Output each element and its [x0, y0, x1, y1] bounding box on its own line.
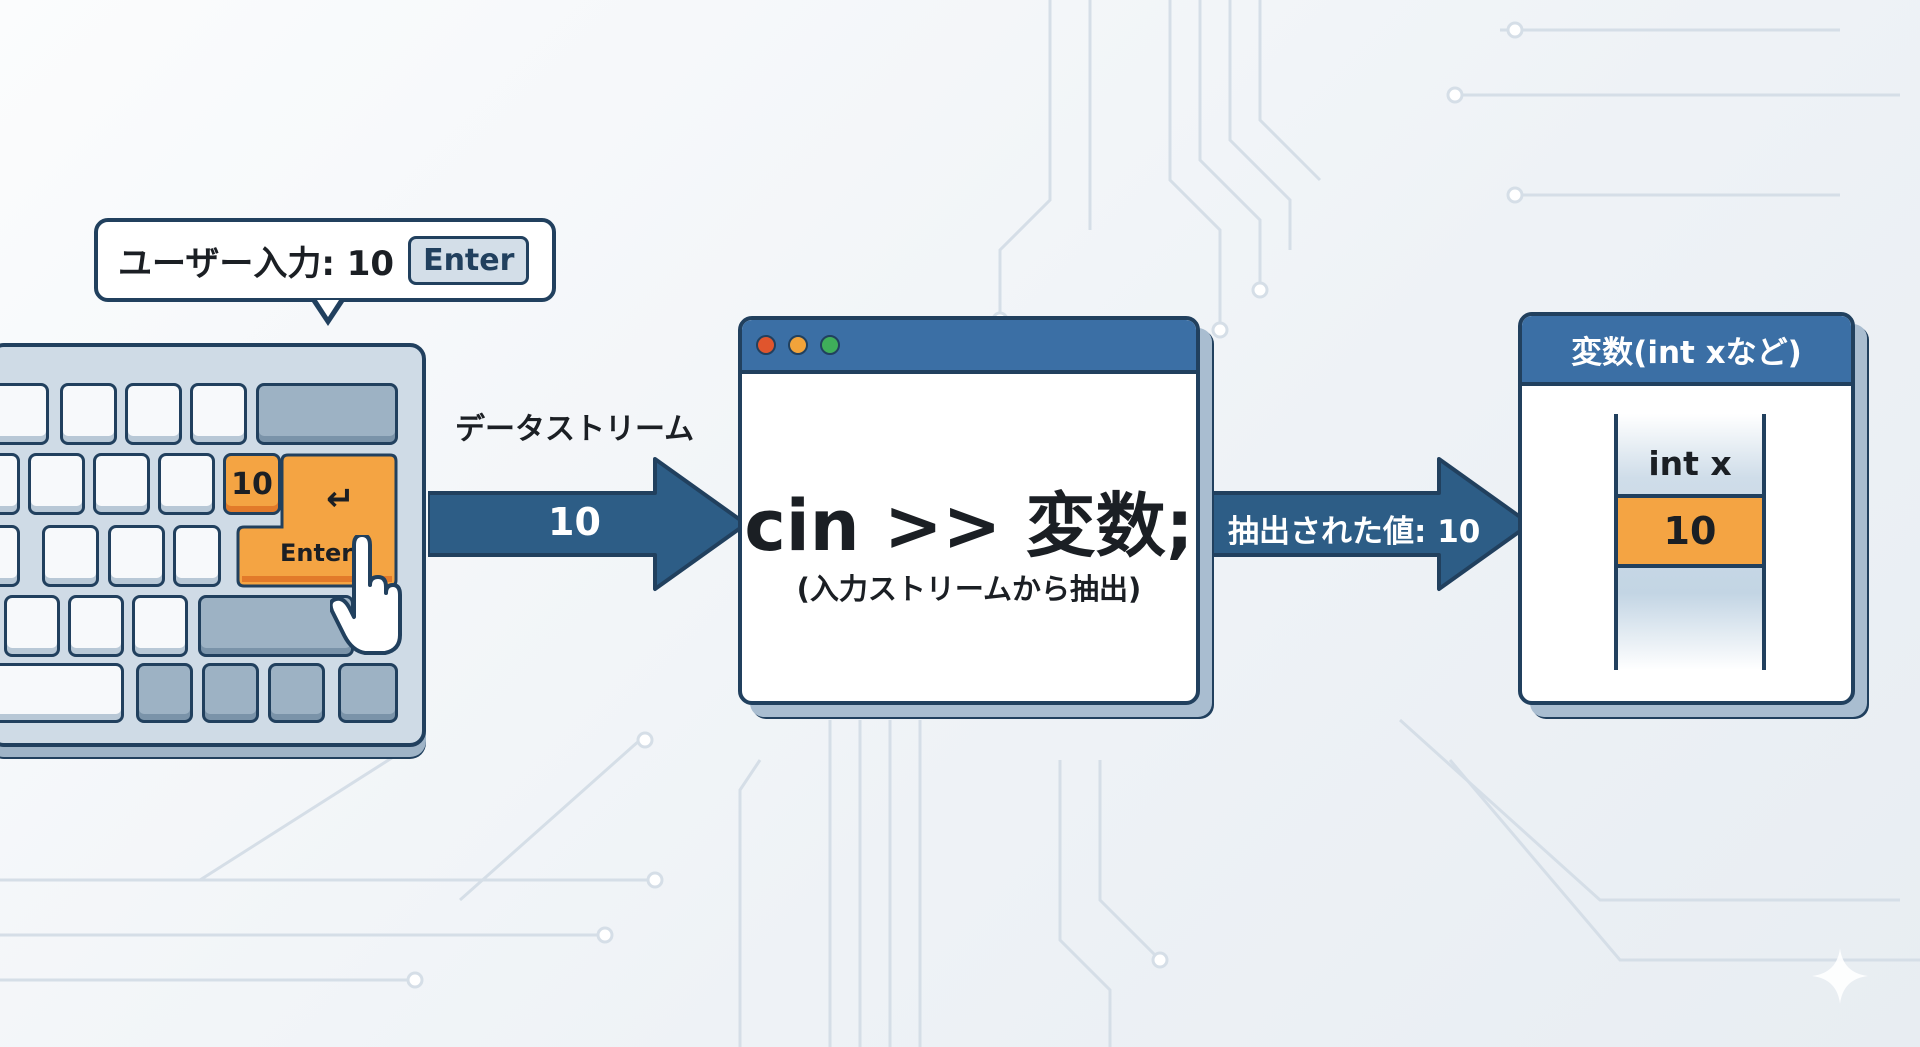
key: [93, 453, 150, 515]
variable-value: 10: [1618, 494, 1762, 568]
extracted-value-label: 抽出された値: 10: [1228, 514, 1481, 550]
close-dot-icon: [756, 335, 776, 355]
variable-box: 変数(int xなど) int x 10: [1518, 312, 1855, 705]
key-space: [0, 663, 124, 723]
data-stream-label: データストリーム: [455, 412, 695, 447]
console-window: cin >> 変数; (入力ストリームから抽出): [738, 316, 1200, 705]
key: [0, 525, 20, 587]
key: [173, 525, 221, 587]
key: [28, 453, 85, 515]
maximize-dot-icon: [820, 335, 840, 355]
key: [136, 663, 193, 723]
enter-keycap-label: Enter: [408, 235, 530, 285]
stream-value: 10: [548, 500, 601, 544]
cin-code: cin >> 変数;: [744, 485, 1194, 567]
key: [202, 663, 259, 723]
memory-slot: int x 10: [1614, 414, 1766, 670]
key: [338, 663, 398, 723]
bubble-tail-fill: [317, 300, 339, 317]
sparkle-icon: [1812, 948, 1868, 1004]
keyboard: 10 ↵ Enter: [0, 343, 426, 747]
key: [158, 453, 215, 515]
variable-name: int x: [1648, 444, 1732, 483]
key: [0, 383, 49, 445]
user-input-text: ユーザー入力: 10: [118, 243, 395, 284]
extract-arrow: [1212, 457, 1532, 591]
key-backspace: [256, 383, 398, 445]
return-arrow-icon: ↵: [326, 479, 355, 519]
key: [125, 383, 182, 445]
key-10: 10: [223, 453, 281, 515]
key: [132, 595, 188, 657]
key: [42, 525, 99, 587]
user-input-bubble: ユーザー入力: 10 Enter: [94, 218, 556, 302]
key: [60, 383, 117, 445]
key: [4, 595, 60, 657]
variable-header: 変数(int xなど): [1522, 316, 1851, 386]
cin-caption: (入力ストリームから抽出): [796, 572, 1142, 606]
key: [0, 453, 20, 515]
key: [190, 383, 247, 445]
enter-key-label: Enter: [280, 539, 354, 567]
minimize-dot-icon: [788, 335, 808, 355]
key: [108, 525, 165, 587]
window-titlebar: [742, 320, 1196, 374]
key-shift: [198, 595, 354, 657]
data-stream-arrow: [428, 457, 748, 591]
key: [268, 663, 325, 723]
pointer-hand-icon: [330, 535, 402, 655]
key: [68, 595, 124, 657]
